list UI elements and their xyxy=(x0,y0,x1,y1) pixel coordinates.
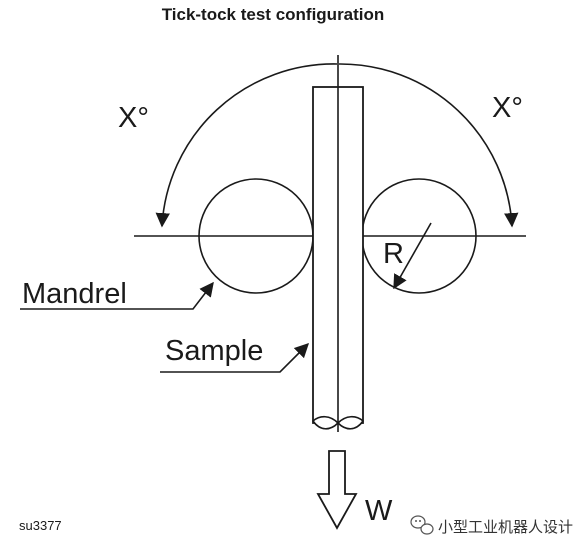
bend-arc-left xyxy=(155,63,338,228)
diagram-title: Tick-tock test configuration xyxy=(162,5,385,24)
angle-label-left: X° xyxy=(118,102,149,134)
bend-arc-right xyxy=(338,63,519,228)
sample-break-line xyxy=(311,415,365,430)
radius-arrow xyxy=(393,222,432,290)
load-label: W xyxy=(365,495,393,527)
sample-label: Sample xyxy=(165,335,263,367)
sample-leader-line xyxy=(160,342,310,373)
wechat-logo-icon xyxy=(410,515,434,535)
mandrel-label: Mandrel xyxy=(22,278,127,310)
load-arrow xyxy=(316,450,358,530)
figure-code: su3377 xyxy=(19,518,62,533)
radius-label: R xyxy=(383,238,404,270)
angle-label-right: X° xyxy=(492,92,523,124)
mandrel-leader-line xyxy=(20,281,214,310)
watermark-text: 小型工业机器人设计 xyxy=(438,519,573,536)
